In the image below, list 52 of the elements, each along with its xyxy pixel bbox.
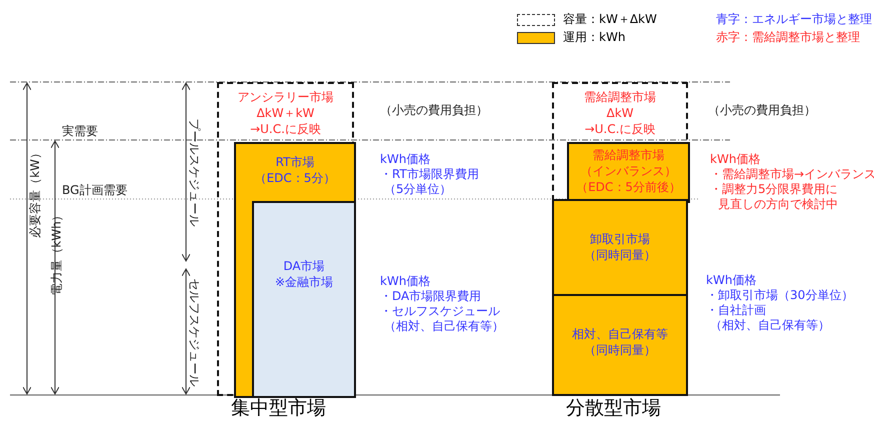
text-label: 電力量（kWh）	[50, 209, 65, 296]
dashed-box	[217, 82, 354, 396]
text-label: kWh価格	[710, 152, 760, 167]
text-label: 赤字：需給調整市場と整理	[716, 30, 860, 45]
market-box	[252, 201, 356, 398]
box-label: （同時同量）	[584, 247, 656, 263]
box-label: 卸取引市場	[590, 231, 650, 247]
heading: 集中型市場	[231, 397, 326, 419]
box-label: 需給調整市場	[584, 89, 656, 105]
box-label: DA市場	[283, 258, 325, 274]
text-label: （小売の費用負担）	[380, 103, 488, 118]
text-label: 実需要	[62, 124, 98, 139]
text-label: 青字：エネルギー市場と整理	[716, 12, 872, 27]
box-label: （EDC：5分）	[254, 170, 336, 186]
text-label: ・需給調整市場→インバランス	[710, 167, 874, 182]
box-label: →U.C.に反映	[250, 121, 321, 137]
text-label: ・セルフスケジュール	[380, 304, 500, 319]
box-label: ※金融市場	[274, 274, 334, 290]
box-label: 相対、自己保有等	[572, 326, 668, 342]
text-label: （5分単位）	[384, 182, 452, 197]
box-label: （インバランス）	[580, 163, 676, 179]
text-label: プールスケジュール	[186, 118, 202, 226]
legend-label: 運用：kWh	[563, 30, 626, 45]
box-label: ΔkW＋kW	[256, 105, 314, 121]
text-label: ・自社計画	[706, 303, 766, 318]
text-label: kWh価格	[380, 274, 430, 289]
text-label: kWh価格	[706, 273, 756, 288]
text-label: ・RT市場限界費用	[380, 167, 479, 182]
legend-label: 容量：kW＋ΔkW	[563, 12, 657, 27]
text-label: （相対、自己保有等）	[384, 319, 504, 334]
box-label: （同時同量）	[584, 342, 656, 358]
text-label: ・卸取引市場（30分単位）	[706, 288, 854, 303]
text-label: ・調整力5分限界費用に	[710, 182, 838, 197]
text-label: （小売の費用負担）	[708, 103, 816, 118]
text-label: （相対、自己保有等）	[710, 318, 830, 333]
text-label: 見直しの方向で検討中	[718, 197, 838, 212]
box-label: ΔkW	[606, 105, 634, 121]
market-box	[567, 142, 690, 203]
text-label: ・DA市場限界費用	[380, 289, 482, 304]
box-label: アンシラリー市場	[238, 89, 334, 105]
text-label: BG計画需要	[62, 183, 128, 198]
text-label: kWh価格	[380, 152, 430, 167]
box-label: RT市場	[276, 154, 314, 170]
text-label: セルフスケジュール	[186, 278, 202, 386]
box-label: （EDC：5分前後）	[576, 179, 681, 195]
text-label: 必要容量（kW）	[28, 147, 43, 238]
box-label: →U.C.に反映	[584, 121, 656, 137]
market-box	[552, 199, 688, 296]
box-label: 需給調整市場	[592, 147, 664, 163]
market-box	[552, 294, 688, 396]
market-box	[234, 142, 356, 398]
heading: 分散型市場	[566, 397, 661, 419]
